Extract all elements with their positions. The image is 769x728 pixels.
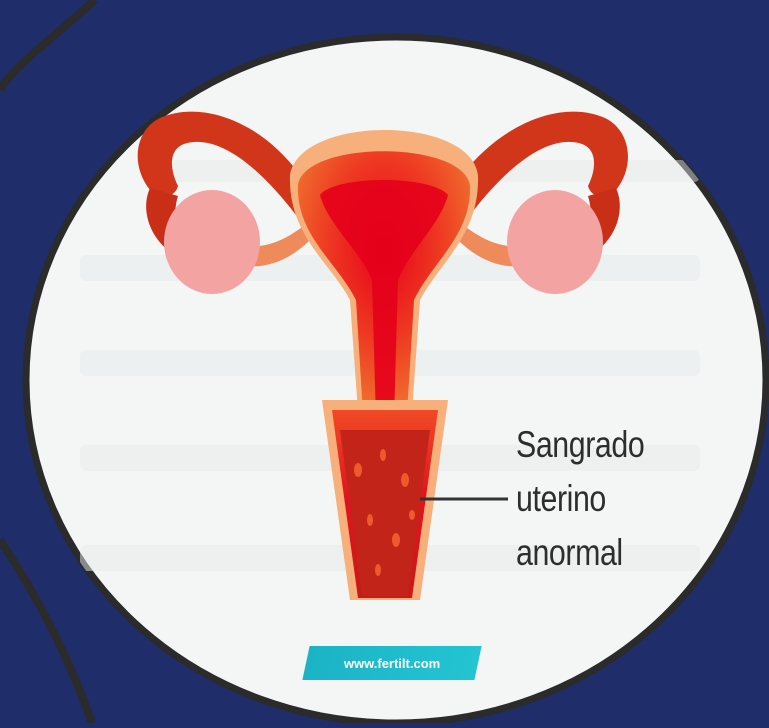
right-ovary-icon: [507, 190, 603, 294]
abnormal-bleeding-label: Sangrado uterino anormal: [516, 418, 716, 580]
decorative-arc-bottom: [0, 540, 92, 723]
website-badge: www.fertilt.com: [302, 646, 481, 680]
label-line-1: Sangrado: [516, 418, 680, 472]
label-line-3: anormal: [516, 526, 680, 580]
left-ovary-icon: [164, 190, 260, 294]
label-line-2: uterino: [516, 472, 680, 526]
decorative-arc-top: [0, 0, 95, 90]
website-badge-text: www.fertilt.com: [344, 656, 440, 671]
